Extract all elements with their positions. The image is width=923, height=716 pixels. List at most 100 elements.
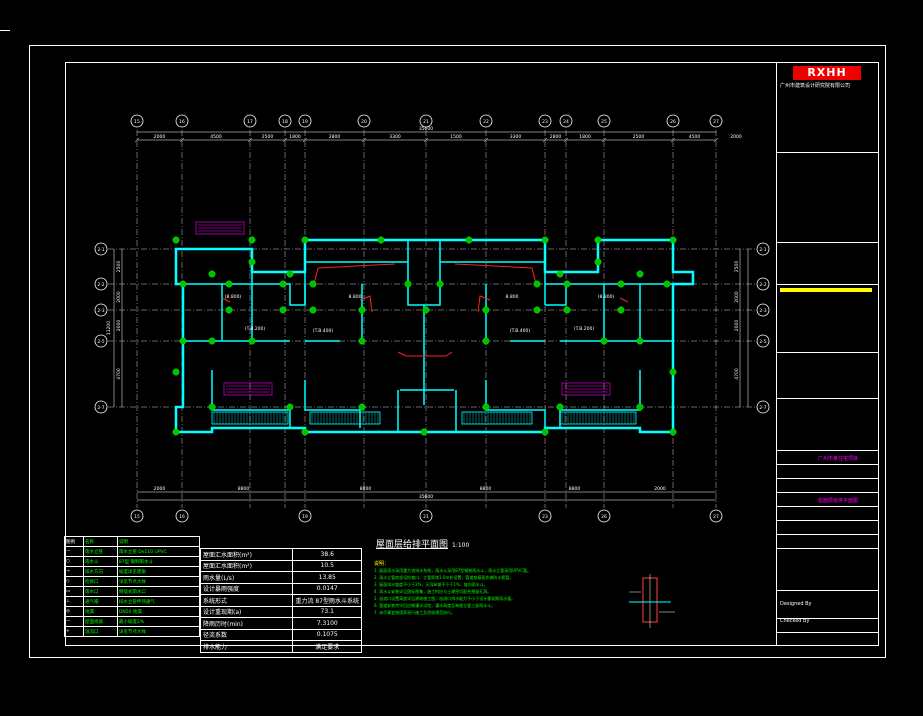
legend-name: 溢流口 bbox=[83, 626, 118, 637]
legend-symbol: ◎ bbox=[64, 606, 84, 617]
column-marker bbox=[301, 236, 309, 244]
note-line: 7. 未尽事宜按国家现行施工及验收规范执行。 bbox=[374, 610, 456, 615]
axis-bubble-top bbox=[130, 114, 144, 128]
axis-bubble-top bbox=[357, 114, 371, 128]
axis-bubble-top bbox=[709, 114, 723, 128]
interior-wall bbox=[407, 240, 441, 306]
column-marker bbox=[636, 270, 644, 278]
param-row: 系统形式重力流 87型雨水斗系统 bbox=[199, 594, 362, 607]
axis-bubble-bottom-label: 15 bbox=[134, 514, 140, 520]
dimension-label: 8800 bbox=[569, 486, 581, 492]
column-marker bbox=[669, 236, 677, 244]
dimension-label: 4700 bbox=[116, 368, 122, 380]
dimension-tick bbox=[542, 137, 548, 143]
param-label: 设计重现期(a) bbox=[199, 605, 294, 618]
legend-symbol: — bbox=[64, 546, 84, 557]
dimension-label: 2000 bbox=[734, 320, 740, 332]
dimension-label: 2000 bbox=[154, 134, 166, 140]
column-marker bbox=[208, 403, 216, 411]
param-value: 重力流 87型雨水斗系统 bbox=[292, 594, 362, 607]
dimension-label: 2500 bbox=[734, 261, 740, 273]
column-marker bbox=[172, 368, 180, 376]
column-marker bbox=[309, 280, 317, 288]
column-marker bbox=[420, 428, 428, 436]
legend-header-row: 图例 名称 说明 bbox=[64, 536, 201, 547]
legend-header-cell: 说明 bbox=[116, 536, 201, 547]
axis-bubble-bottom-label: 16 bbox=[179, 514, 185, 520]
designed-by-label: Designed By bbox=[780, 601, 812, 607]
dimension-label: 4500 bbox=[210, 134, 222, 140]
column-marker bbox=[248, 258, 256, 266]
dimension-label: 8800 bbox=[480, 486, 492, 492]
column-marker bbox=[533, 306, 541, 314]
annotation-box bbox=[561, 382, 611, 396]
legend-row: ⊥通气帽排水立管伸顶通气 bbox=[64, 596, 201, 607]
axis-bubble-left bbox=[94, 303, 108, 317]
column-marker bbox=[208, 270, 216, 278]
legend-symbol: ◇ bbox=[64, 576, 84, 587]
axis-bubble-top bbox=[479, 114, 493, 128]
column-marker bbox=[617, 306, 625, 314]
interior-wall bbox=[211, 370, 291, 428]
dimension-tick bbox=[179, 137, 185, 143]
note-line: 4. 雨水斗安装详见国标图集，施工时应与土建密切配合预留孔洞。 bbox=[374, 589, 492, 594]
note-line: 3. 屋面排水坡度不小于2%，天沟纵坡不小于1%，坡向雨水斗。 bbox=[374, 582, 488, 587]
column-marker bbox=[669, 368, 677, 376]
axis-bubble-right bbox=[756, 242, 770, 256]
param-label: 屋面汇水面积(m²) bbox=[199, 559, 294, 572]
company-name: 广州市建筑设计研究院有限公司 bbox=[780, 83, 851, 89]
legend-name: 排水方向 bbox=[83, 566, 118, 577]
param-row: 屋面汇水面积(m²)10.5 bbox=[199, 559, 362, 572]
column-marker bbox=[563, 306, 571, 314]
param-value: 满足要求 bbox=[292, 640, 362, 653]
param-value: 13.85 bbox=[292, 571, 362, 584]
dimension-label: 3300 bbox=[389, 134, 401, 140]
crosshair-tick bbox=[0, 30, 10, 31]
param-label: 降雨历时(min) bbox=[199, 617, 294, 630]
column-marker bbox=[482, 306, 490, 314]
column-marker bbox=[482, 337, 490, 345]
param-label: 径流系数 bbox=[199, 628, 294, 641]
param-row: 屋面汇水面积(m²)38.6 bbox=[199, 548, 362, 561]
axis-bubble-top-label: 22 bbox=[483, 119, 489, 125]
note-line: 6. 管道安装完毕后应做灌水试验，灌水高度至每根立管上部雨水斗。 bbox=[374, 603, 496, 608]
column-marker bbox=[436, 280, 444, 288]
axis-bubble-bottom bbox=[175, 509, 189, 523]
column-marker bbox=[279, 306, 287, 314]
dimension-label: 2000 bbox=[116, 320, 122, 332]
room-label: (T.B.400) bbox=[510, 328, 531, 334]
column-marker bbox=[541, 428, 549, 436]
notes-heading: 说明： bbox=[374, 561, 390, 567]
legend-symbol: ⊥ bbox=[64, 596, 84, 607]
param-row: 设计重现期(a)73.1 bbox=[199, 605, 362, 618]
dimension-label: 2800 bbox=[550, 134, 562, 140]
roof-drain-pipe bbox=[317, 263, 396, 269]
sheet-outer-frame bbox=[29, 45, 886, 658]
dimension-label: 4500 bbox=[689, 134, 701, 140]
legend-description: 侧墙式雨水口 bbox=[116, 586, 201, 597]
param-row: 降雨历时(min)7.3100 bbox=[199, 617, 362, 630]
column-marker bbox=[286, 403, 294, 411]
column-marker bbox=[669, 428, 677, 436]
axis-bubble-top-label: 27 bbox=[713, 119, 719, 125]
column-marker bbox=[636, 403, 644, 411]
column-marker bbox=[636, 337, 644, 345]
dimension-tick bbox=[423, 137, 429, 143]
axis-bubble-bottom bbox=[130, 509, 144, 523]
column-marker bbox=[286, 270, 294, 278]
detail-sketch bbox=[629, 574, 675, 628]
column-marker bbox=[465, 236, 473, 244]
axis-bubble-left bbox=[94, 277, 108, 291]
axis-bubble-top bbox=[597, 114, 611, 128]
legend-name: 屋面找坡 bbox=[83, 616, 118, 627]
legend-description: 详见节点大样 bbox=[116, 576, 201, 587]
dimension-label: 1500 bbox=[450, 134, 462, 140]
axis-bubble-top-label: 21 bbox=[423, 119, 429, 125]
column-marker bbox=[225, 306, 233, 314]
axis-bubble-left-label: 2-5 bbox=[97, 339, 104, 345]
param-label: 屋面汇水面积(m²) bbox=[199, 548, 294, 561]
param-label: 设计暴雨强度 bbox=[199, 582, 294, 595]
axis-bubble-bottom bbox=[597, 509, 611, 523]
